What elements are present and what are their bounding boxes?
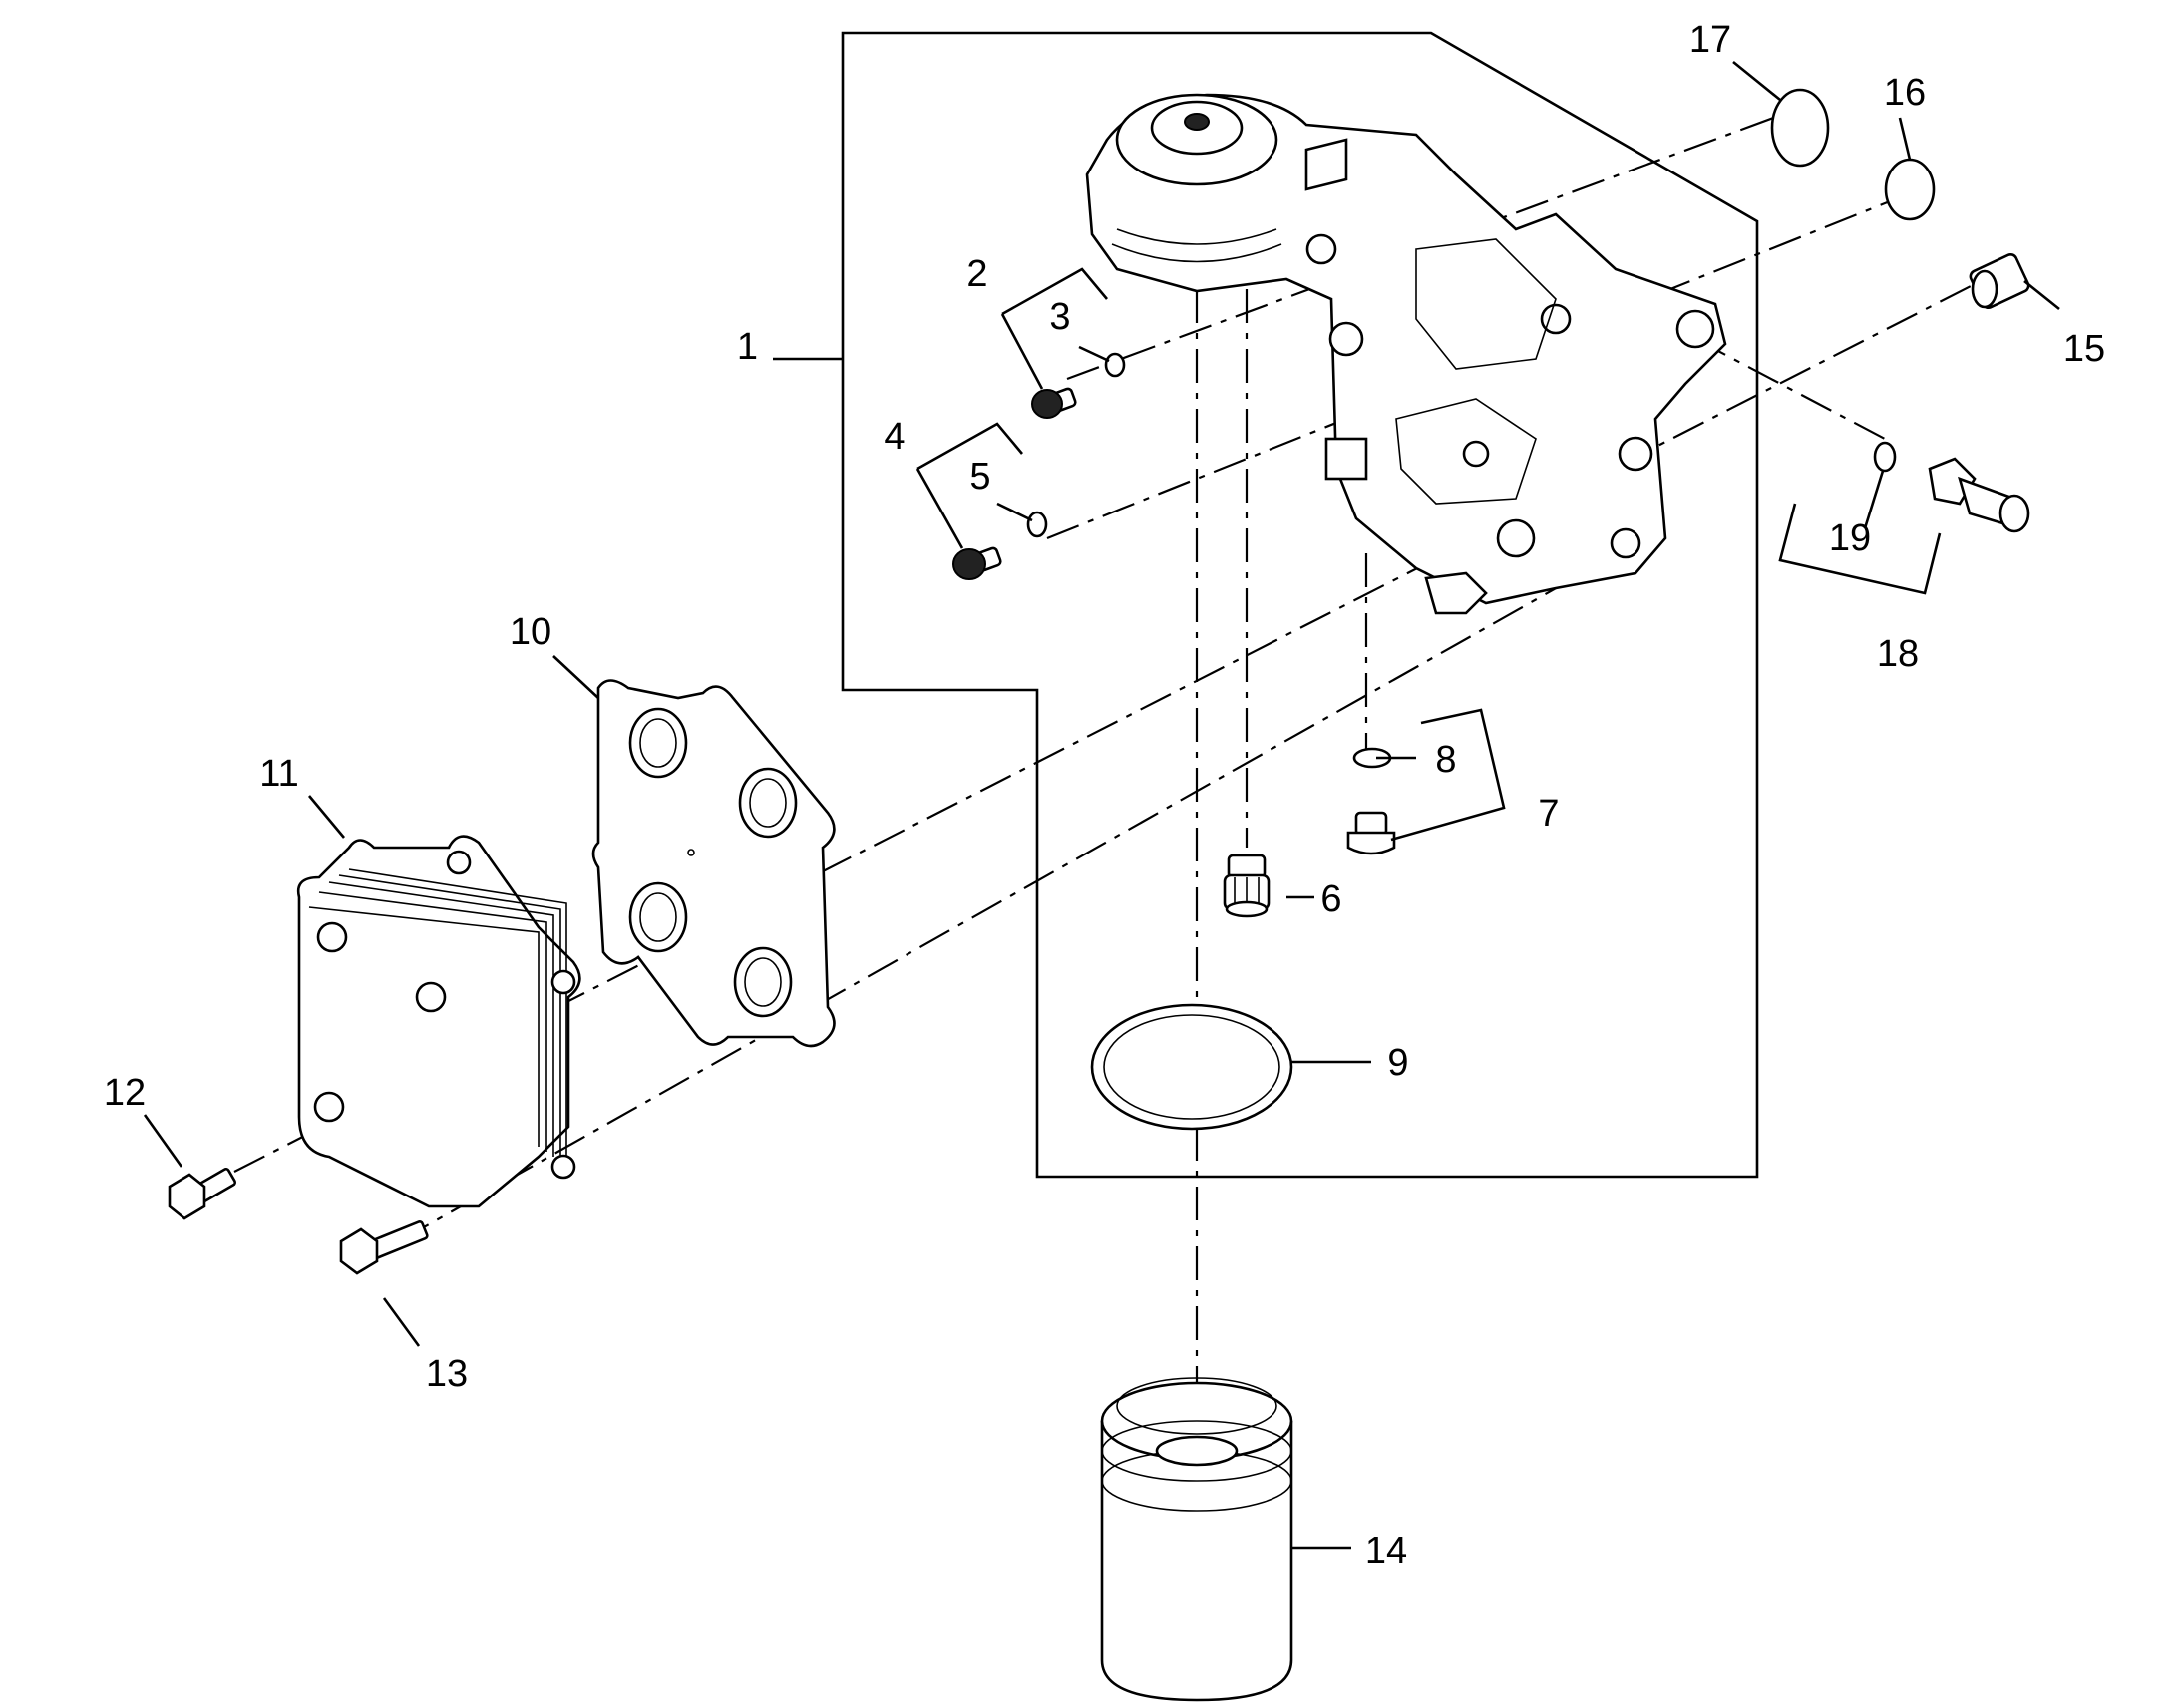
assembly-boundary xyxy=(841,31,1759,1179)
callout-9: 9 xyxy=(1387,1042,1408,1084)
callout-10: 10 xyxy=(510,611,551,653)
callout-18: 18 xyxy=(1877,633,1919,675)
o-ring-5 xyxy=(1026,511,1048,538)
o-ring-19 xyxy=(1873,441,1897,473)
callout-15: 15 xyxy=(2063,328,2105,370)
callout-12: 12 xyxy=(104,1072,146,1114)
callout-3: 3 xyxy=(1049,296,1070,338)
callout-5: 5 xyxy=(969,456,990,498)
ring-16 xyxy=(1884,158,1936,221)
callout-16: 16 xyxy=(1884,72,1926,114)
callout-labels: 1 2 3 4 5 6 7 8 9 10 11 12 13 14 15 16 1… xyxy=(104,19,2105,1572)
plug-7 xyxy=(1346,811,1396,855)
bolt-13 xyxy=(339,1220,429,1275)
gasket-10 xyxy=(591,679,836,1048)
callout-4: 4 xyxy=(884,416,905,458)
fitting-15 xyxy=(1969,252,2030,310)
ring-17 xyxy=(1770,88,1830,168)
valve-6 xyxy=(1223,854,1271,918)
filter-housing xyxy=(1085,93,1727,615)
callout-11: 11 xyxy=(259,753,298,795)
callout-17: 17 xyxy=(1689,19,1731,61)
callout-1: 1 xyxy=(737,326,758,368)
plug-4 xyxy=(952,546,1002,580)
callout-14: 14 xyxy=(1365,1531,1407,1572)
callout-8: 8 xyxy=(1435,739,1456,781)
oil-cooler-11 xyxy=(296,835,581,1208)
callout-7: 7 xyxy=(1538,793,1559,835)
callout-6: 6 xyxy=(1320,878,1341,920)
plug-2 xyxy=(1031,387,1077,419)
sensor-18 xyxy=(1928,457,2030,533)
bolt-12 xyxy=(168,1168,237,1220)
callout-2: 2 xyxy=(966,253,987,295)
seal-ring-9 xyxy=(1090,1003,1293,1131)
callout-19: 19 xyxy=(1829,517,1871,559)
callout-13: 13 xyxy=(426,1353,468,1395)
o-ring-3 xyxy=(1104,352,1126,378)
oil-filter-14 xyxy=(1100,1377,1293,1702)
leader-lines xyxy=(143,60,2060,1550)
